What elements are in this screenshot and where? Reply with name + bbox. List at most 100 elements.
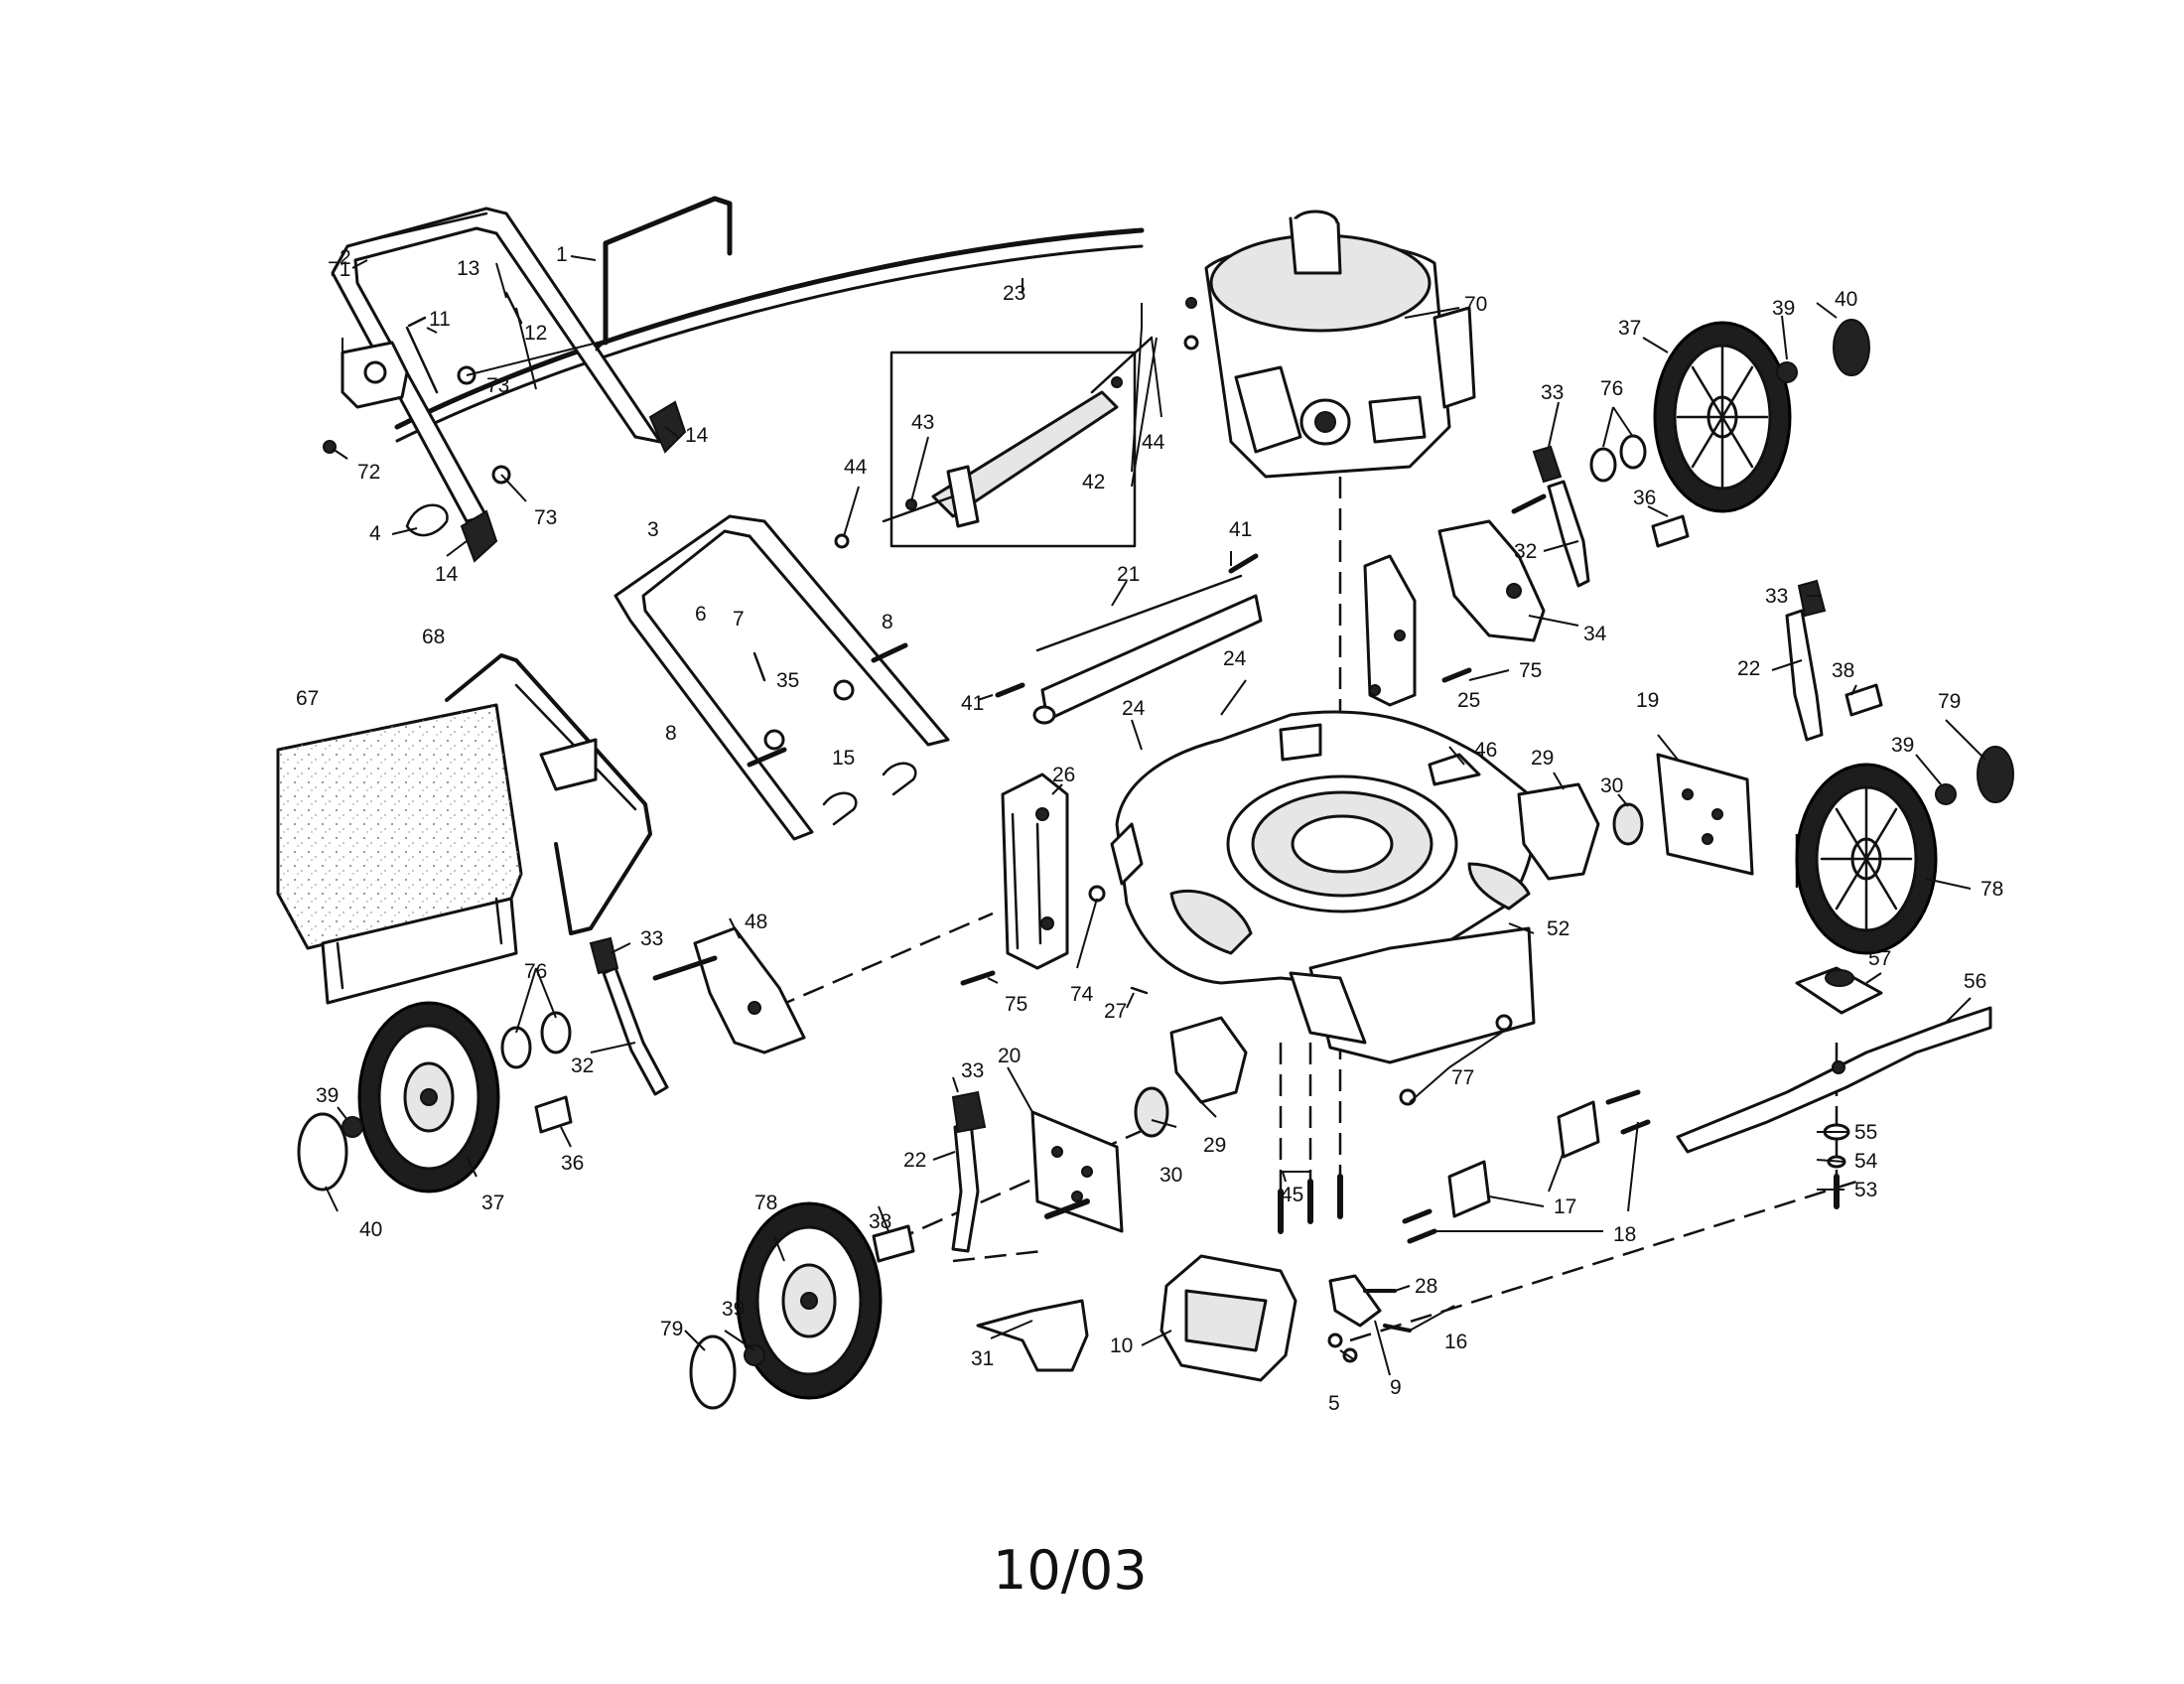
callout-77: 77 <box>1451 1066 1474 1089</box>
wheel-nut <box>1776 361 1798 383</box>
handle-knob <box>460 509 498 563</box>
cable-guide-hook <box>405 316 439 394</box>
bolt-icon <box>1185 297 1197 309</box>
callout-39d: 39 <box>722 1298 745 1321</box>
carriage-bolt <box>747 747 787 768</box>
nut-icon <box>1088 885 1106 903</box>
callout-46: 46 <box>1474 739 1497 762</box>
callout-44b: 44 <box>1142 431 1165 454</box>
callout-79a: 79 <box>1938 690 1961 713</box>
callout-68: 68 <box>422 626 445 648</box>
pin-icon <box>1130 986 1149 995</box>
discharge-tab <box>1428 753 1481 786</box>
callout-30b: 30 <box>1160 1164 1182 1187</box>
hubcap-ring <box>689 1334 737 1410</box>
callout-76a: 76 <box>1600 377 1623 400</box>
leader-lines <box>325 255 1986 1376</box>
rear-wheel-left <box>357 1001 500 1193</box>
callout-38b: 38 <box>869 1210 891 1233</box>
axle-icon <box>1511 493 1547 514</box>
callout-45: 45 <box>1281 1184 1303 1206</box>
callout-15: 15 <box>832 747 855 770</box>
callout-73a: 73 <box>486 374 509 397</box>
callout-28: 28 <box>1415 1275 1437 1298</box>
spring-icon <box>1363 1289 1412 1333</box>
handle-clip <box>882 762 917 796</box>
bracket-plate <box>1447 1160 1491 1218</box>
height-lever <box>1547 480 1590 588</box>
callout-14b: 14 <box>435 563 459 586</box>
hubcap <box>1977 746 2014 803</box>
wheel-nut <box>1935 783 1957 805</box>
callout-39c: 39 <box>316 1084 339 1107</box>
callout-75a: 75 <box>1519 659 1542 682</box>
bolt-icon <box>960 970 996 986</box>
callout-56: 56 <box>1964 970 1986 993</box>
handle-clip <box>822 791 858 826</box>
callout-40b: 40 <box>359 1218 382 1241</box>
bracket-plate <box>1557 1100 1600 1159</box>
lever-grip <box>1797 579 1827 618</box>
engine-badge-text: OHC <box>1378 416 1414 433</box>
screw-icon <box>1402 1089 1651 1244</box>
nut-icon <box>833 679 855 701</box>
hubcap-ring <box>297 1112 348 1192</box>
callout-32a: 32 <box>1514 540 1537 563</box>
callout-11: 11 <box>429 308 451 331</box>
callout-29a: 29 <box>1531 747 1554 770</box>
front-wheel-left <box>736 1201 883 1400</box>
callout-16: 16 <box>1444 1331 1467 1353</box>
callout-27: 27 <box>1104 1000 1127 1023</box>
grass-catcher-bag <box>276 703 523 1005</box>
wheel-bolt <box>1844 683 1883 717</box>
callout-24b: 24 <box>1122 697 1146 720</box>
callout-4: 4 <box>369 522 381 545</box>
callout-18: 18 <box>1613 1223 1636 1246</box>
spacer-washer <box>540 1011 572 1054</box>
nut-icon <box>1183 335 1199 351</box>
carriage-bolt <box>871 642 908 663</box>
callout-22b: 22 <box>903 1149 926 1172</box>
callout-57: 57 <box>1868 947 1891 970</box>
callout-23: 23 <box>1003 282 1025 305</box>
wheel-bolt <box>534 1095 573 1134</box>
callout-76b: 76 <box>524 960 547 983</box>
front-wheel-right <box>1795 763 1938 955</box>
callout-19: 19 <box>1636 689 1659 712</box>
callout-21: 21 <box>1117 563 1140 586</box>
callout-39a: 39 <box>1772 297 1795 320</box>
callout-53: 53 <box>1854 1179 1877 1201</box>
callout-29b: 29 <box>1203 1134 1226 1157</box>
axle-bushing <box>1612 802 1644 846</box>
latch-bracket <box>1328 1274 1382 1328</box>
bolt-icon <box>1278 1174 1343 1234</box>
right-height-adjuster <box>1363 554 1417 707</box>
callout-78a: 78 <box>1980 878 2003 901</box>
callout-42: 42 <box>1082 471 1105 493</box>
wheel-nut <box>744 1344 765 1366</box>
callout-34: 34 <box>1583 623 1607 645</box>
callout-33d: 33 <box>961 1059 984 1082</box>
front-axle-bracket-left <box>1030 1110 1124 1233</box>
callout-5: 5 <box>1328 1392 1340 1415</box>
blade-adapter <box>1795 966 1883 1015</box>
deck-bracket-front <box>1110 822 1144 886</box>
rear-wheel-right <box>1653 321 1792 513</box>
date-code: 10/03 <box>993 1539 1148 1602</box>
callout-73b: 73 <box>534 506 557 529</box>
callout-72: 72 <box>357 461 380 484</box>
callout-10: 10 <box>1110 1334 1133 1357</box>
engine: OHC <box>1204 210 1476 479</box>
callout-22a: 22 <box>1737 657 1760 680</box>
spacer-washer <box>500 1026 532 1069</box>
spacer-washer <box>1589 447 1617 483</box>
callout-33c: 33 <box>640 927 663 950</box>
callout-48: 48 <box>745 911 767 933</box>
callout-74: 74 <box>1070 983 1094 1006</box>
callout-43: 43 <box>911 411 934 434</box>
rear-axle-bracket-left <box>693 926 806 1054</box>
handle-clip <box>405 503 449 537</box>
nut-icon <box>1399 1088 1417 1106</box>
